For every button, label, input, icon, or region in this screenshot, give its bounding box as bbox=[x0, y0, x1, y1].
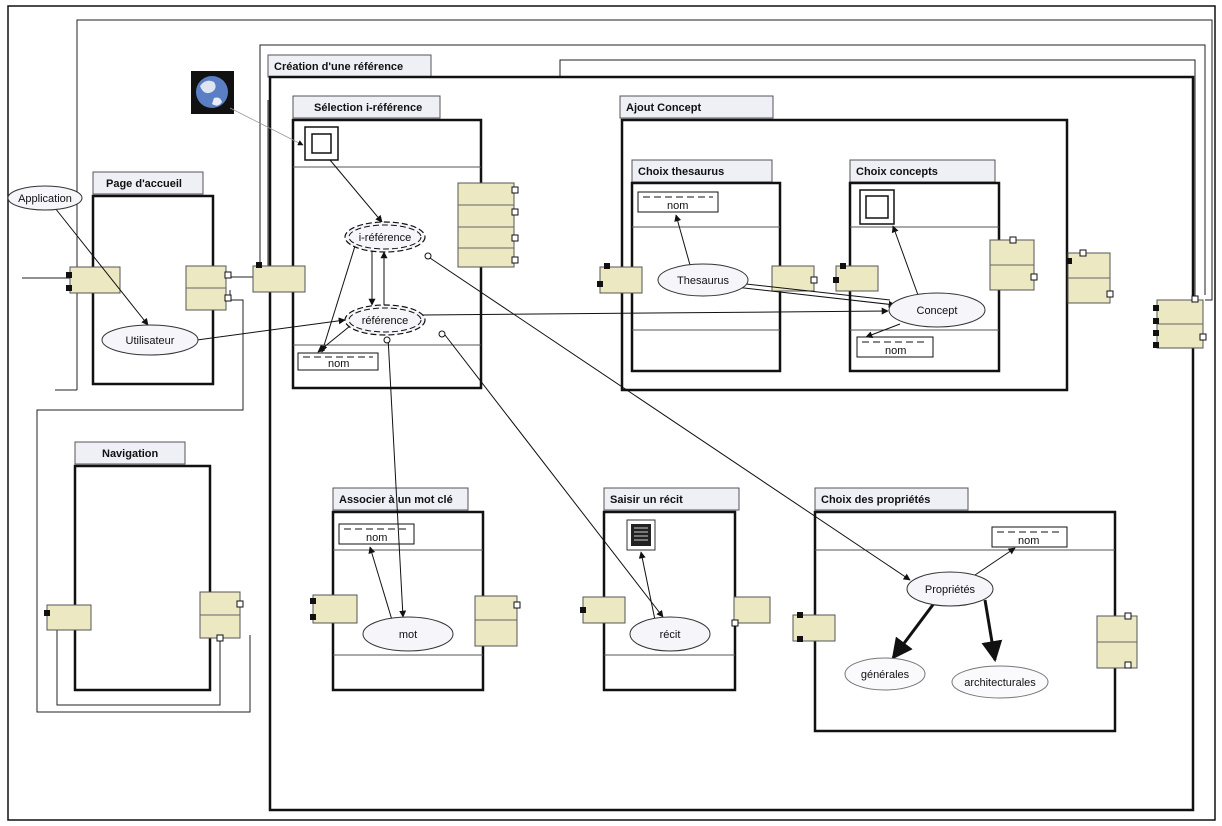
svg-text:Création d'une référence: Création d'une référence bbox=[274, 61, 403, 73]
svg-text:mot: mot bbox=[399, 629, 417, 641]
ports bbox=[46, 182, 1204, 669]
svg-text:Saisir un récit: Saisir un récit bbox=[610, 494, 683, 506]
port-navigation-in bbox=[46, 604, 92, 631]
svg-text:nom: nom bbox=[1018, 535, 1039, 547]
svg-text:architecturales: architecturales bbox=[964, 677, 1036, 689]
svg-text:Associer à un mot clé: Associer à un mot clé bbox=[339, 494, 453, 506]
svg-text:nom: nom bbox=[885, 345, 906, 357]
node-generales: générales bbox=[844, 657, 926, 691]
port-thesaurus-in bbox=[599, 266, 643, 294]
node-reference: référence bbox=[344, 304, 426, 336]
relations bbox=[54, 107, 1016, 663]
text-document-icon bbox=[626, 519, 656, 551]
svg-text:Thesaurus: Thesaurus bbox=[677, 275, 729, 287]
svg-text:Propriétés: Propriétés bbox=[925, 584, 976, 596]
port-connectors bbox=[44, 186, 1207, 669]
port-selection-in bbox=[252, 265, 306, 293]
svg-text:i-référence: i-référence bbox=[359, 232, 412, 244]
node-mot: mot bbox=[362, 616, 454, 652]
node-concept: Concept bbox=[888, 292, 986, 328]
svg-text:générales: générales bbox=[861, 669, 910, 681]
frame-associer-mot-cle: Associer à un mot clé bbox=[331, 487, 485, 692]
svg-text:Page d'accueil: Page d'accueil bbox=[106, 178, 182, 190]
svg-text:Application: Application bbox=[18, 193, 72, 205]
svg-text:récit: récit bbox=[660, 629, 681, 641]
port-associer-in bbox=[312, 594, 358, 624]
port-selection-out bbox=[457, 182, 515, 268]
svg-text:Concept: Concept bbox=[917, 305, 958, 317]
node-utilisateur: Utilisateur bbox=[101, 324, 199, 356]
svg-text:Sélection i-référence: Sélection i-référence bbox=[314, 102, 422, 114]
attribute-nom-selection: nom bbox=[297, 352, 379, 371]
outer-border bbox=[7, 5, 1216, 821]
svg-text:référence: référence bbox=[362, 315, 408, 327]
node-thesaurus: Thesaurus bbox=[657, 263, 749, 297]
port-saisir-out bbox=[733, 596, 771, 624]
attribute-nom-concepts: nom bbox=[856, 336, 934, 358]
port-associer-out bbox=[474, 595, 518, 647]
svg-text:Choix des propriétés: Choix des propriétés bbox=[821, 494, 930, 506]
attribute-nom-proprietes: nom bbox=[991, 526, 1068, 548]
svg-text:nom: nom bbox=[328, 358, 349, 370]
window-icon bbox=[859, 189, 895, 225]
svg-text:nom: nom bbox=[366, 532, 387, 544]
svg-text:Choix thesaurus: Choix thesaurus bbox=[638, 166, 724, 178]
svg-text:Choix concepts: Choix concepts bbox=[856, 166, 938, 178]
node-architecturales: architecturales bbox=[951, 665, 1049, 699]
port-saisir-in bbox=[582, 596, 626, 624]
node-i-reference: i-référence bbox=[344, 221, 426, 253]
frame-choix-proprietes: Choix des propriétés bbox=[813, 487, 1117, 733]
svg-text:nom: nom bbox=[667, 200, 688, 212]
svg-text:Navigation: Navigation bbox=[102, 448, 159, 460]
node-recit: récit bbox=[629, 616, 711, 652]
svg-text:Utilisateur: Utilisateur bbox=[126, 335, 175, 347]
lollipops bbox=[383, 252, 446, 344]
frame-saisir-recit: Saisir un récit bbox=[602, 487, 740, 692]
node-application: Application bbox=[7, 185, 83, 211]
frame-navigation: Navigation bbox=[73, 441, 212, 692]
port-concepts-in bbox=[835, 265, 879, 292]
attribute-nom-associer: nom bbox=[338, 523, 415, 545]
attribute-nom-thesaurus: nom bbox=[637, 191, 719, 213]
globe-icon bbox=[191, 71, 234, 114]
window-icon bbox=[304, 126, 339, 161]
svg-text:Ajout Concept: Ajout Concept bbox=[626, 102, 701, 114]
node-proprietes: Propriétés bbox=[906, 571, 994, 607]
